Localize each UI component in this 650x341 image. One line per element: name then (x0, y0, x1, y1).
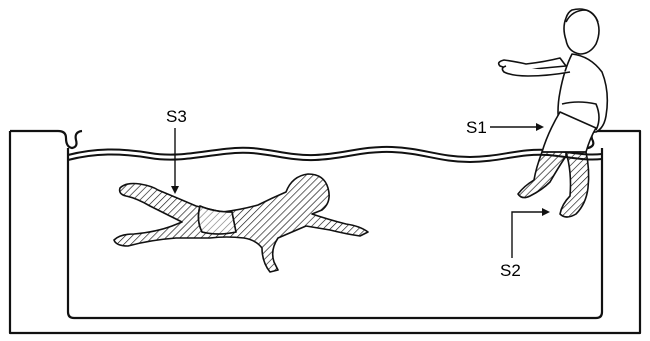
seated-child-leg-left-below (518, 152, 566, 198)
seated-child-figure (499, 9, 608, 132)
pool-left-rim (10, 131, 82, 148)
arrow-s3-head (171, 186, 179, 194)
arrow-s2-head (542, 208, 550, 216)
label-s1-group: S1 (466, 118, 544, 137)
seated-child-leg-right-below (560, 152, 589, 217)
label-s2: S2 (500, 261, 521, 280)
seated-child-legs (518, 112, 596, 217)
arrow-s2-shaft (512, 212, 544, 258)
swimmer-figure (114, 174, 368, 272)
label-s1: S1 (466, 118, 487, 137)
arrow-s1-head (536, 123, 544, 131)
water-surface (68, 147, 602, 162)
label-s3-group: S3 (166, 107, 187, 194)
swimmer-body (114, 174, 368, 272)
label-s3: S3 (166, 107, 187, 126)
label-s2-group: S2 (500, 208, 550, 280)
